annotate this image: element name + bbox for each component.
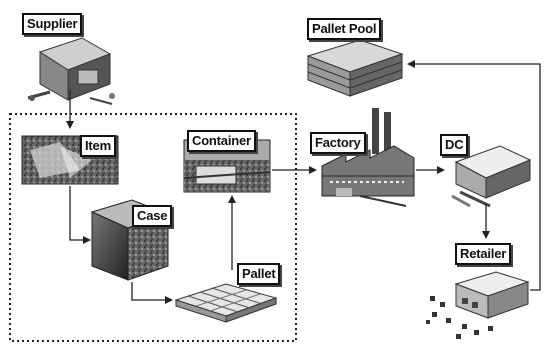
- retailer-store-icon: [426, 272, 528, 339]
- node-label-retailer: Retailer: [455, 243, 511, 265]
- pallet-icon: [176, 284, 276, 322]
- node-label-item: Item: [80, 135, 116, 157]
- node-label-pallet: Pallet: [237, 263, 280, 285]
- factory-icon: [322, 108, 414, 206]
- node-label-supplier: Supplier: [22, 13, 82, 35]
- pallet-pool-stack-icon: [308, 40, 402, 96]
- arrow-case-to-pallet: [132, 282, 172, 300]
- node-label-case: Case: [132, 205, 172, 227]
- node-label-factory: Factory: [310, 132, 366, 154]
- arrow-item-to-case: [70, 186, 90, 240]
- node-label-dc: DC: [440, 134, 468, 156]
- supplier-crate-icon: [28, 38, 115, 104]
- node-label-pallet-pool: Pallet Pool: [307, 18, 381, 40]
- node-label-container: Container: [187, 130, 256, 152]
